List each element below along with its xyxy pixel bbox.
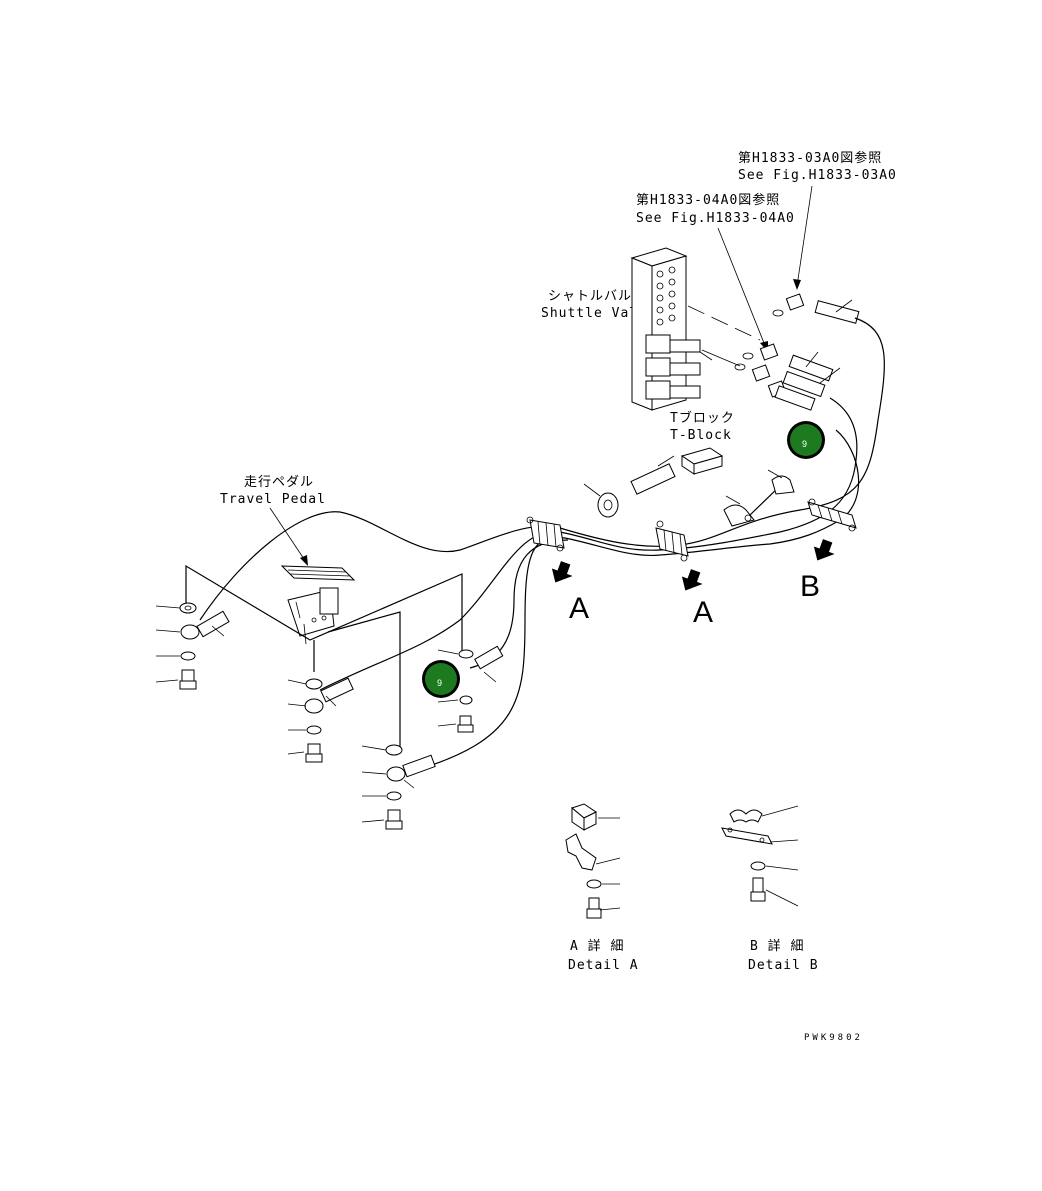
o-ring-icon bbox=[772, 309, 784, 317]
travel-pedal: 走行ペダル Travel Pedal bbox=[220, 475, 356, 645]
grommet-icon bbox=[597, 492, 619, 518]
shuttle-valve-en-label: Shuttle Valve bbox=[541, 306, 656, 321]
travel-pedal-jp-label: 走行ペダル bbox=[244, 475, 314, 490]
badge-2-number: 9 bbox=[437, 678, 442, 688]
pedal-plate bbox=[280, 565, 356, 581]
ref-04-en-text: See Fig.H1833-04A0 bbox=[636, 211, 795, 226]
washer-icon bbox=[386, 791, 402, 801]
washer-icon bbox=[459, 695, 473, 705]
travel-pedal-leader bbox=[269, 507, 307, 563]
o-ring-icon bbox=[734, 363, 746, 371]
hose-fitting-icon bbox=[474, 645, 504, 670]
callout-badge-2[interactable]: 9 bbox=[422, 660, 460, 698]
washer-icon bbox=[586, 879, 602, 889]
washer-icon bbox=[306, 725, 322, 735]
single-clamps bbox=[723, 469, 795, 527]
t-block-en-label: T-Block bbox=[670, 428, 732, 443]
ref-03-en-text: See Fig.H1833-03A0 bbox=[738, 168, 897, 183]
hose-route-4 bbox=[469, 539, 569, 669]
hose-fitting-icon bbox=[630, 463, 676, 495]
adapter-fitting-icon bbox=[751, 364, 771, 382]
hose-eye-icon bbox=[304, 698, 324, 714]
detail-a-en-label: Detail A bbox=[568, 958, 639, 973]
detail-a: A 詳 細 Detail A bbox=[565, 803, 639, 973]
ref-03-jp-text: 第H1833-03A0図参照 bbox=[738, 150, 882, 166]
fastener-stack-left bbox=[155, 602, 230, 690]
badge-fill bbox=[790, 424, 822, 456]
washer-icon bbox=[305, 678, 323, 690]
badge-fill bbox=[425, 663, 457, 695]
washer-icon bbox=[179, 602, 197, 614]
valve-spools bbox=[645, 334, 713, 400]
shuttle-valve: シャトルバルブ Shuttle Valve bbox=[541, 247, 713, 411]
valve-fittings bbox=[687, 293, 860, 411]
pipe-clamps bbox=[526, 469, 857, 562]
hose-route-2 bbox=[319, 397, 858, 691]
view-arrows: A A B bbox=[551, 539, 835, 629]
view-arrow-a2: A bbox=[681, 569, 713, 629]
view-arrow-b: B bbox=[800, 539, 835, 603]
washer-icon bbox=[458, 649, 474, 659]
view-label-a2: A bbox=[693, 596, 713, 629]
reference-h1833-03a0: 第H1833-03A0図参照 See Fig.H1833-03A0 bbox=[738, 150, 897, 290]
detail-b-jp-label: B 詳 細 bbox=[750, 938, 804, 954]
detail-b-en-label: Detail B bbox=[748, 958, 819, 973]
ref-03-arrowhead bbox=[793, 279, 801, 290]
t-block-jp-label: Tブロック bbox=[670, 410, 735, 426]
mount-frame-lines bbox=[185, 564, 463, 748]
clamp-rubber-icon bbox=[729, 809, 763, 823]
pedal-valve-body bbox=[319, 587, 339, 615]
fastener-stack-center bbox=[437, 645, 504, 733]
fastener-stack-mid bbox=[287, 677, 354, 763]
view-arrow-a1: A bbox=[551, 561, 589, 625]
clamp-plate-icon bbox=[721, 827, 773, 845]
travel-pedal-en-label: Travel Pedal bbox=[220, 492, 326, 507]
fastener-stack-right bbox=[361, 744, 436, 830]
detail-a-jp-label: A 詳 細 bbox=[570, 938, 624, 954]
hose-eye-icon bbox=[180, 624, 200, 640]
ref-03-leader bbox=[796, 185, 813, 287]
washer-icon bbox=[180, 651, 196, 661]
adapter-fitting-icon bbox=[759, 343, 779, 361]
hose-end-fittings bbox=[774, 299, 860, 411]
clamp-a2 bbox=[655, 520, 689, 562]
washer-icon bbox=[385, 744, 403, 756]
badge-1-number: 9 bbox=[802, 439, 807, 449]
view-label-b: B bbox=[800, 570, 820, 603]
clamp-b bbox=[807, 498, 857, 532]
callout-badge-1[interactable]: 9 bbox=[787, 421, 825, 459]
view-label-a1: A bbox=[569, 592, 589, 625]
clamp-bracket-icon bbox=[565, 833, 597, 871]
shuttle-valve-jp-label: シャトルバルブ bbox=[548, 288, 646, 304]
ref-04-leader bbox=[717, 227, 767, 349]
reference-h1833-04a0: 第H1833-04A0図参照 See Fig.H1833-04A0 bbox=[636, 192, 795, 352]
o-ring-icon bbox=[742, 352, 754, 360]
valve-ports bbox=[656, 266, 676, 326]
adapter-fitting-icon bbox=[785, 293, 805, 311]
detail-b: B 詳 細 Detail B bbox=[721, 805, 819, 973]
hose-fitting-icon bbox=[320, 677, 354, 703]
t-block-front bbox=[693, 455, 723, 475]
hose-eye-icon bbox=[386, 766, 406, 782]
center-fittings bbox=[583, 455, 676, 518]
ref-04-jp-text: 第H1833-04A0図参照 bbox=[636, 192, 780, 208]
drawing-code: PWK9802 bbox=[804, 1033, 863, 1043]
washer-icon bbox=[750, 861, 766, 871]
clamp-a1 bbox=[526, 516, 565, 552]
hose-route-1 bbox=[199, 317, 885, 621]
hose-fitting-icon bbox=[402, 754, 436, 778]
hose-fitting-icon bbox=[196, 610, 230, 638]
travel-pedal-arrowhead bbox=[300, 555, 308, 566]
t-block: Tブロック T-Block bbox=[670, 410, 735, 475]
